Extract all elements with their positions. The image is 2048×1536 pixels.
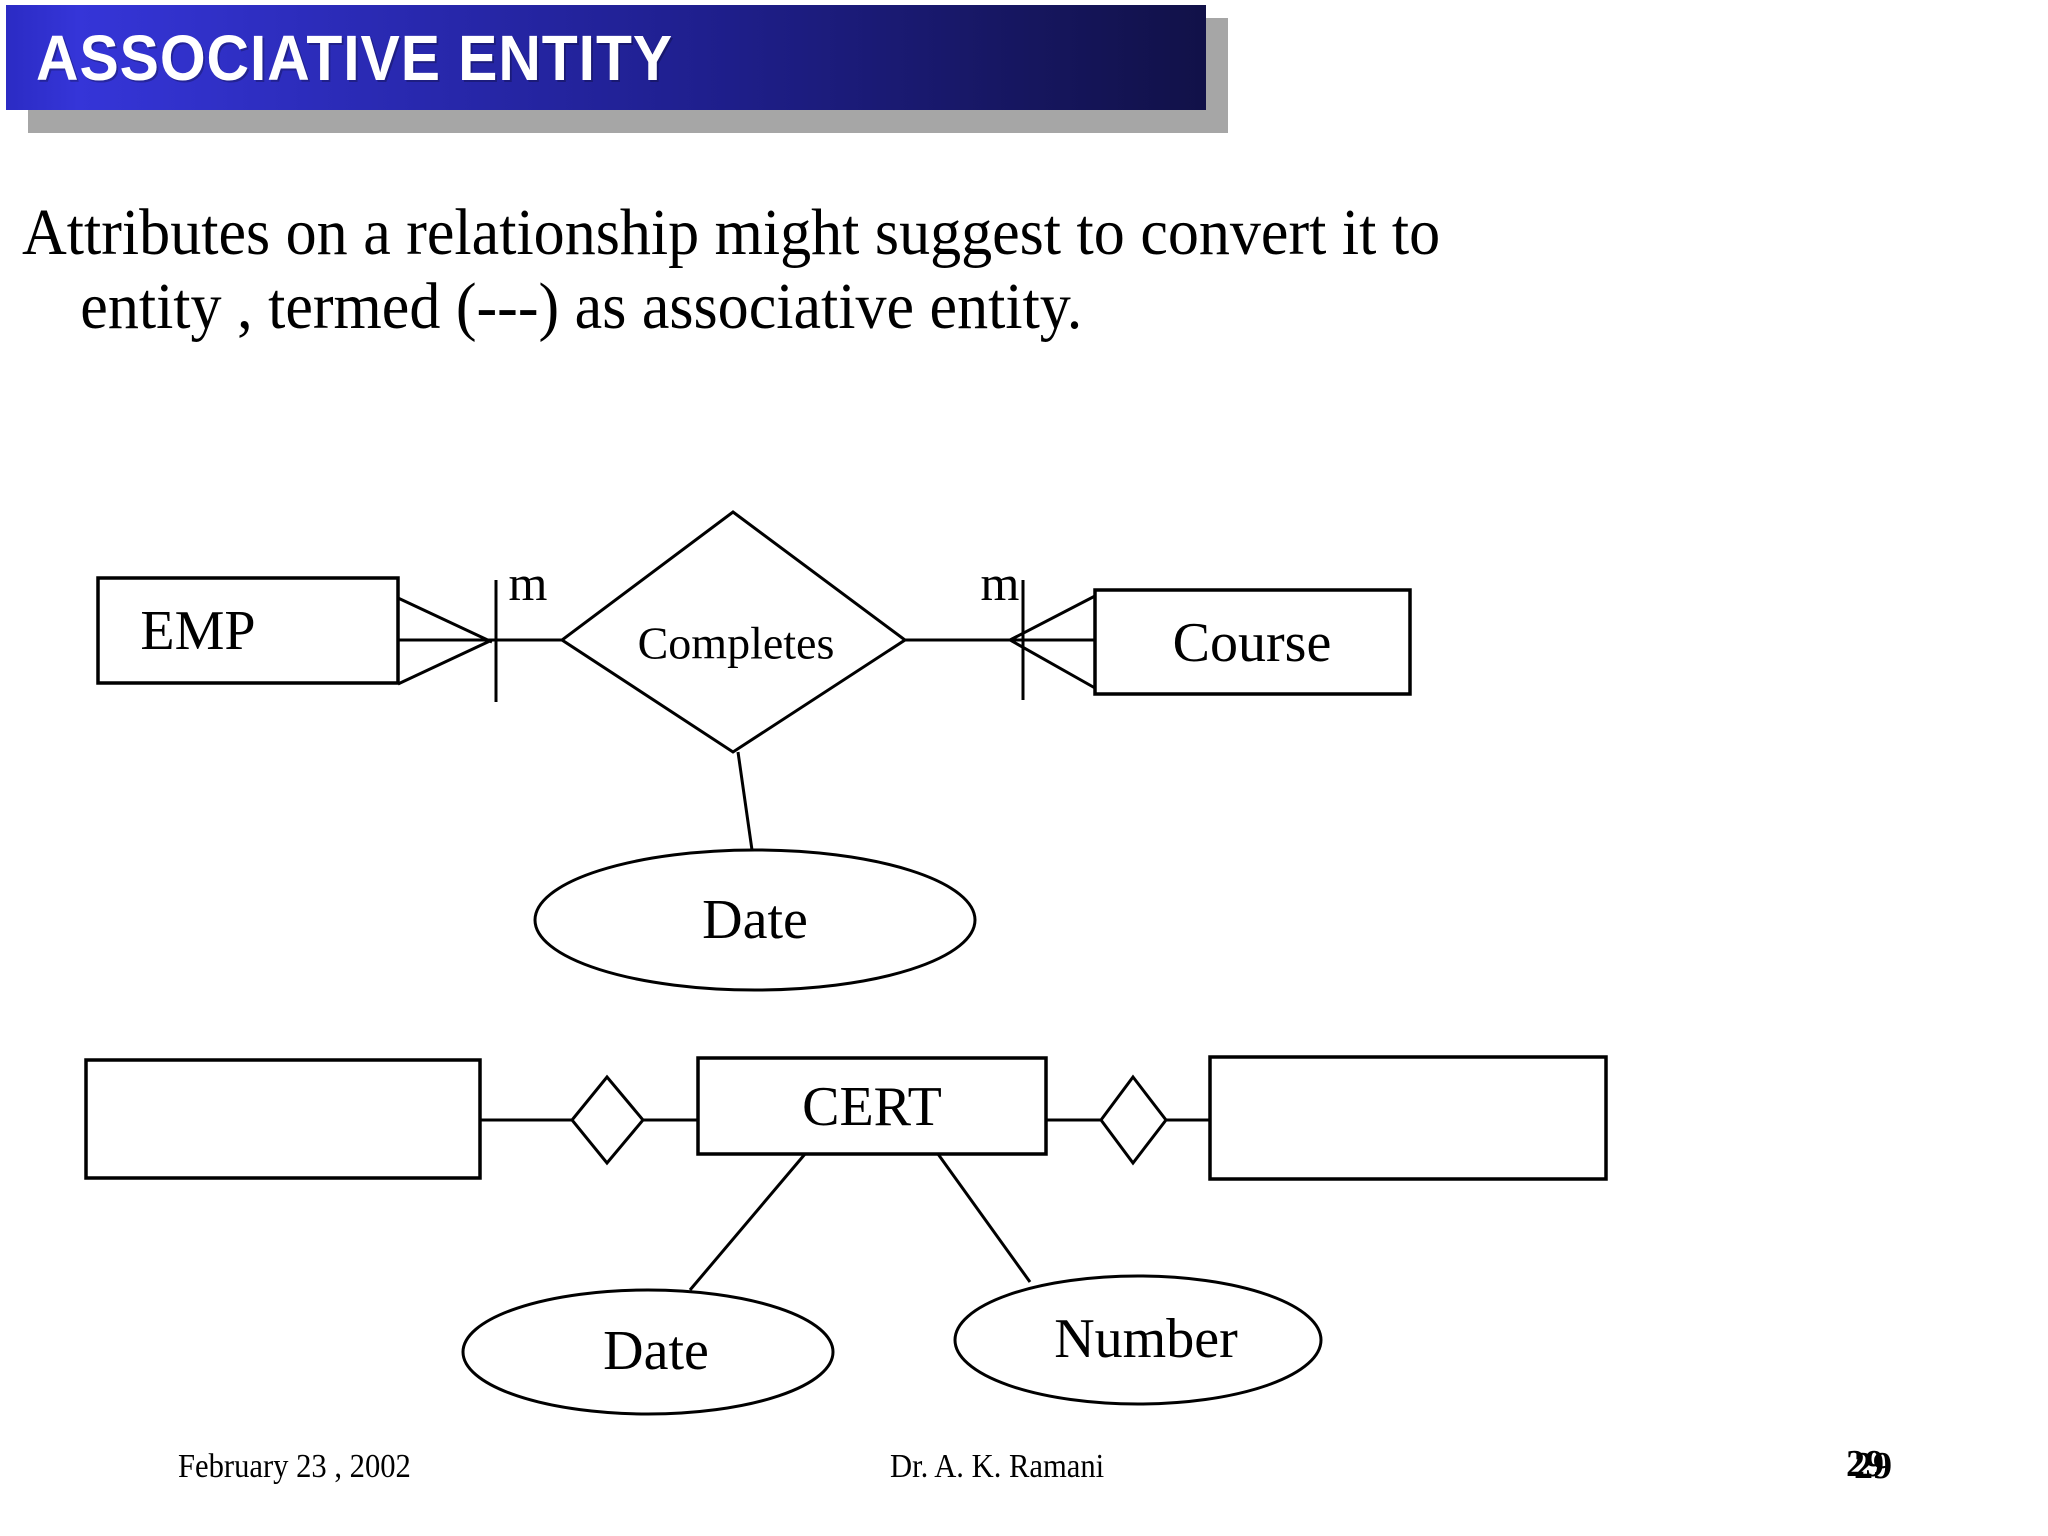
relationship-label-completes: Completes — [638, 618, 835, 669]
cardinality-label-right: m — [981, 555, 1020, 611]
footer-date: February 23 , 2002 — [178, 1448, 411, 1485]
page-number-base: 29 — [1846, 1443, 1884, 1485]
attribute-label-date-bottom: Date — [603, 1320, 709, 1382]
attribute-label-date-top: Date — [702, 889, 808, 951]
body-line-2: entity , termed (---) as associative ent… — [80, 269, 1083, 343]
connector-completes-date — [736, 751, 754, 851]
body-paragraph: Attributes on a relationship might sugge… — [22, 196, 1864, 344]
crowsfoot-course-upper — [1009, 594, 1096, 642]
attribute-ellipse-date-top — [533, 848, 977, 992]
page-title: ASSOCIATIVE ENTITY — [36, 22, 674, 94]
body-line-1: Attributes on a relationship might sugge… — [22, 196, 1441, 269]
crowsfoot-emp-lower — [397, 638, 493, 686]
entity-box-cert — [696, 1056, 1048, 1156]
entity-box-left-blank — [84, 1058, 482, 1180]
entity-box-right-blank — [1208, 1055, 1608, 1181]
crowsfoot-course-lower — [1009, 638, 1096, 690]
entity-box-course — [1093, 588, 1412, 696]
page-number-overlay: 29 — [1854, 1445, 1892, 1487]
entity-label-course: Course — [1173, 612, 1332, 674]
footer-author: Dr. A. K. Ramani — [890, 1448, 1105, 1485]
attribute-ellipse-date-bottom — [461, 1288, 835, 1416]
attribute-label-number: Number — [1054, 1308, 1238, 1370]
entity-box-emp — [96, 576, 400, 685]
cardinality-label-left: m — [509, 555, 548, 611]
attribute-ellipse-number — [953, 1274, 1323, 1406]
relationship-diamond-left — [570, 1074, 645, 1166]
relationship-diamond-completes — [559, 510, 908, 754]
connector-cert-number — [936, 1153, 1032, 1283]
connector-cert-date — [688, 1153, 807, 1291]
entity-label-emp: EMP — [140, 600, 255, 662]
relationship-diamond-right — [1099, 1074, 1168, 1166]
crowsfoot-emp-upper — [397, 596, 493, 644]
title-bar: ASSOCIATIVE ENTITY — [6, 5, 1206, 110]
entity-label-cert: CERT — [802, 1076, 942, 1138]
